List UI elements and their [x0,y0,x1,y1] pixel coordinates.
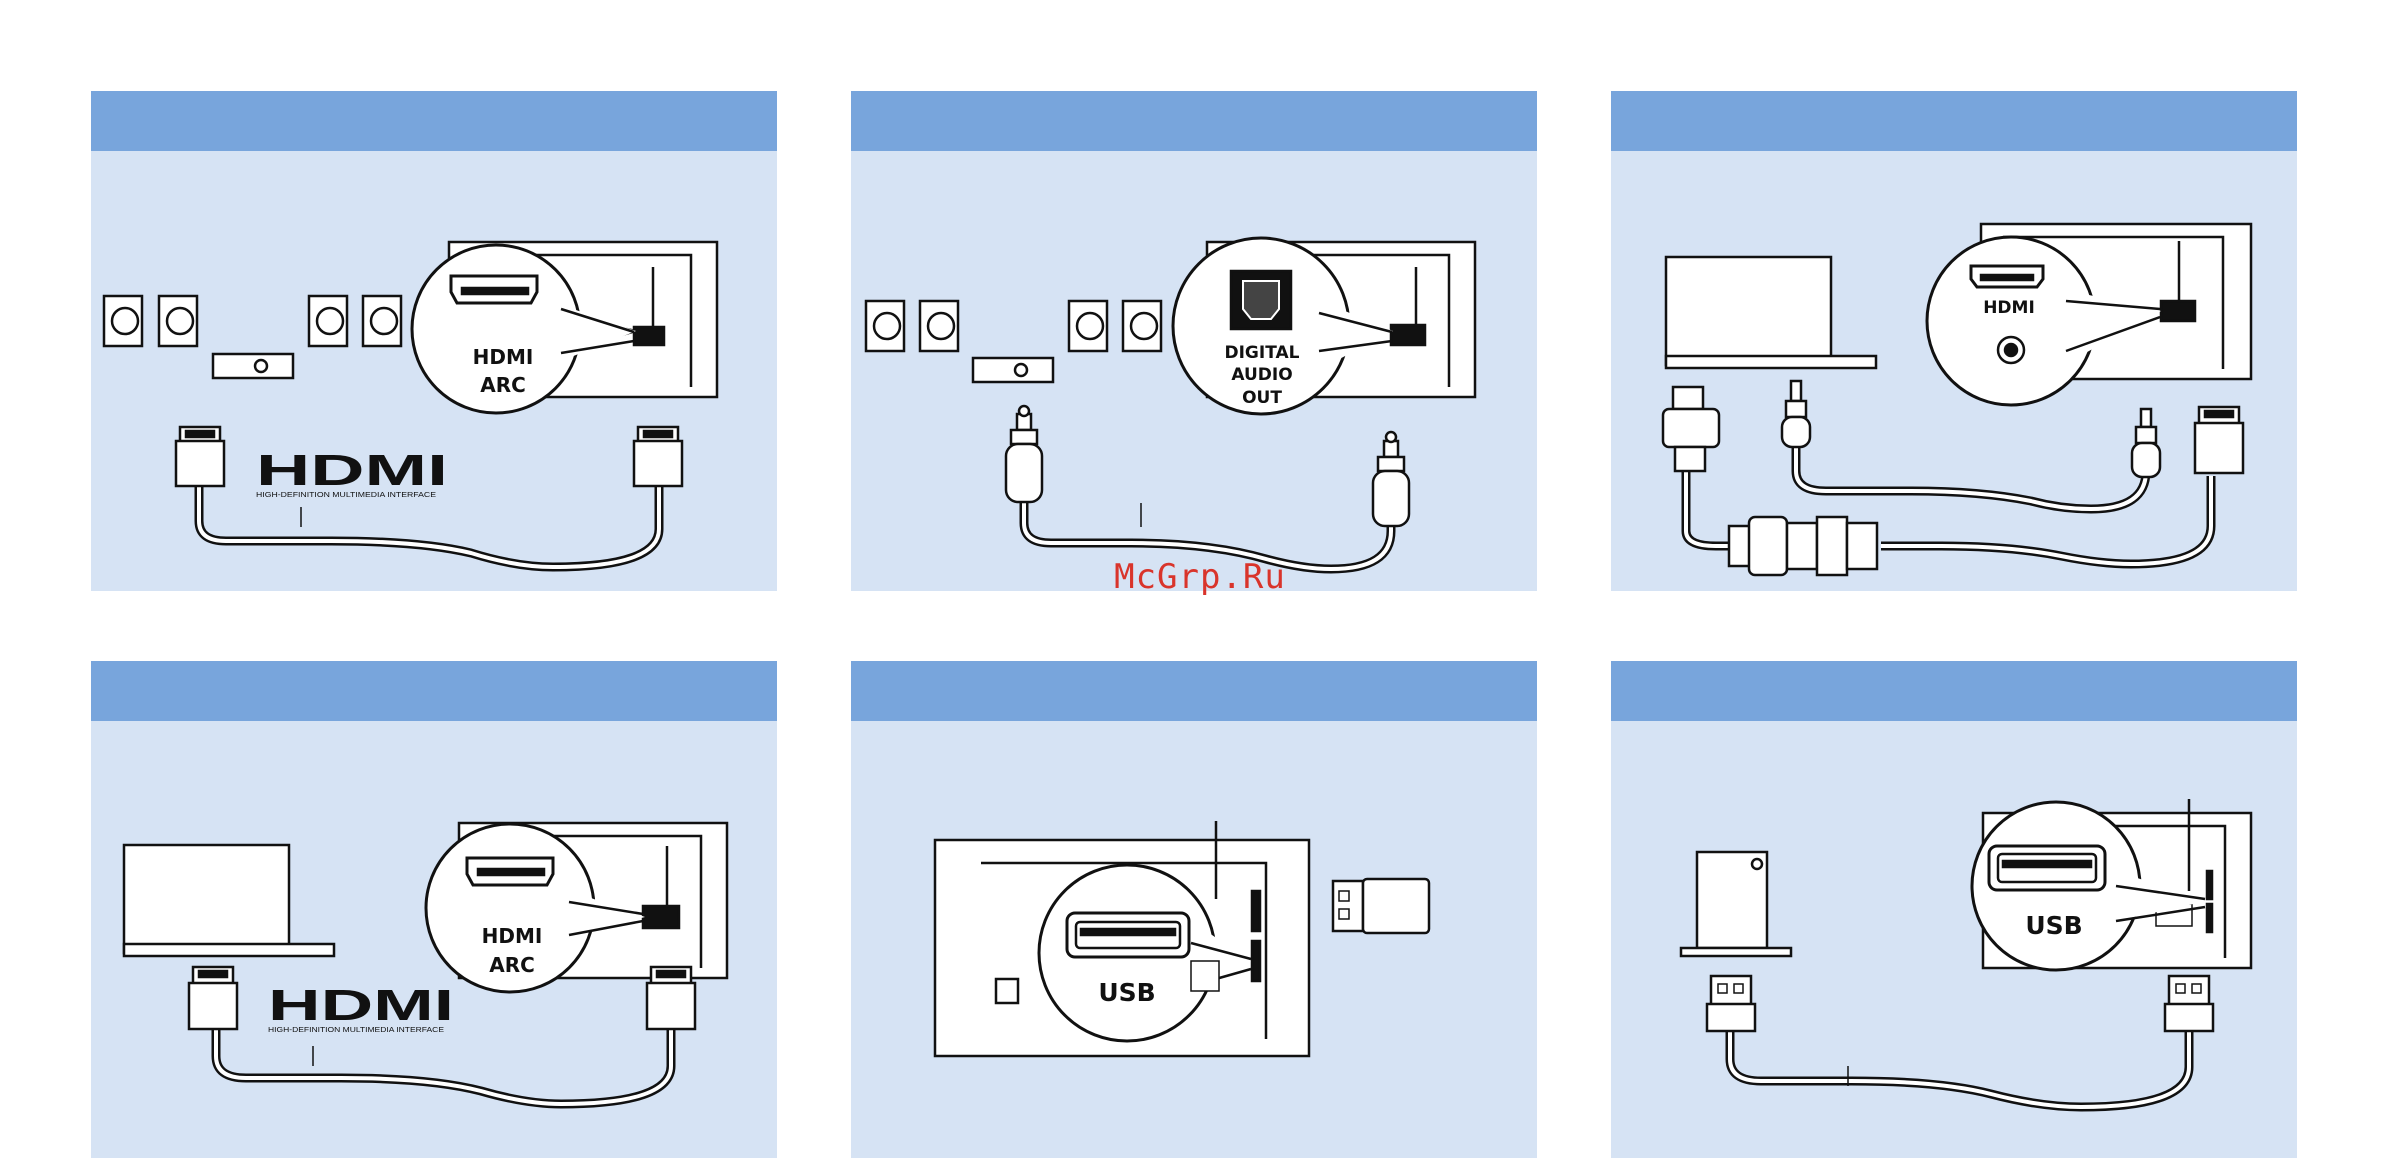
panel-usb-hard-drive: USB [1611,661,2297,1158]
vga-connector-icon [1663,387,1719,471]
speaker-icon [1123,301,1161,351]
svg-text:HDMI: HDMI [268,981,454,1030]
usb-label: USB [2025,911,2082,940]
vga-connector-icon [1729,517,1817,575]
hdmi-label: HDMI [1983,298,2035,318]
hdmi-arc-label-line1: HDMI [482,924,543,948]
audio-plug-icon [2132,409,2160,477]
hdmi-port-icon [451,276,537,303]
speaker-icon [309,296,347,346]
panel-pc-vga-audio: HDMI [1611,91,2297,591]
audio-jack-icon [1998,337,2024,363]
usb-cable [1730,1029,2189,1107]
usb-hdd-diagram: USB [1611,721,2297,1158]
svg-text:HIGH-DEFINITION MULTIMEDIA INT: HIGH-DEFINITION MULTIMEDIA INTERFACE [268,1027,444,1034]
hdmi-cable [216,1026,671,1104]
speaker-icon [866,301,904,351]
panel-header [1611,91,2297,151]
soundbar-icon [973,358,1053,382]
vga-cable [1686,471,1731,546]
svg-text:HDMI: HDMI [256,446,448,495]
zoom-circle [1927,237,2095,405]
audio-cable [1796,441,2146,509]
usb-label: USB [1098,978,1155,1007]
panel-usb-stick: USB [851,661,1537,1158]
usb-plug-icon [1707,976,1755,1031]
svg-text:HIGH-DEFINITION MULTIMEDIA INT: HIGH-DEFINITION MULTIMEDIA INTERFACE [256,492,436,499]
hdmi-arc-audio-diagram: HDMI ARC HDMI HIGH-DEFINITION MULTIMEDIA… [91,151,777,591]
hdmi-plug-icon [2195,407,2243,473]
hdmi-plug-icon [647,967,695,1029]
speaker-icon [159,296,197,346]
panel-pc-hdmi-arc: HDMI ARC HDMI HIGH-DEFINITION MULTIMEDIA… [91,661,777,1158]
rca-plug-icon [1006,406,1042,502]
speaker-icon [1069,301,1107,351]
panel-header [851,91,1537,151]
hdmi-arc-label-line2: ARC [480,373,526,397]
speaker-icon [363,296,401,346]
panel-hdmi-arc-audio: HDMI ARC HDMI HIGH-DEFINITION MULTIMEDIA… [91,91,777,591]
panel-header [851,661,1537,721]
hdmi-arc-label-line1: HDMI [473,345,534,369]
panel-digital-audio-out: DIGITAL AUDIO OUT [851,91,1537,591]
laptop-icon [1666,257,1876,368]
audio-plug-icon [1782,381,1810,447]
usb-stick-icon [1333,879,1429,933]
digital-label-line3: OUT [1242,388,1282,408]
hdmi-logo: HDMI HIGH-DEFINITION MULTIMEDIA INTERFAC… [256,446,448,499]
usb-stick-diagram: USB [851,721,1537,1158]
digital-label-line1: DIGITAL [1225,343,1300,363]
hdmi-plug-icon [189,967,237,1029]
digital-audio-diagram: DIGITAL AUDIO OUT [851,151,1537,591]
pc-hdmi-diagram: HDMI ARC HDMI HIGH-DEFINITION MULTIMEDIA… [91,721,777,1158]
speaker-icon [104,296,142,346]
panel-header [91,661,777,721]
soundbar-icon [213,354,293,378]
speaker-icon [920,301,958,351]
usb-port-icon [1067,913,1189,957]
hdmi-arc-label-line2: ARC [489,953,535,977]
vga-connector-icon [1817,517,1877,575]
usb-port-icon [1989,846,2105,890]
usb-plug-icon [2165,976,2213,1031]
hdmi-plug-icon [634,427,682,486]
hard-drive-icon [1681,852,1791,956]
hdmi-port-icon [1971,266,2043,287]
watermark: McGrp.Ru [1095,557,1305,597]
hdmi-plug-icon [176,427,224,486]
optical-port-icon [1231,271,1291,329]
digital-label-line2: AUDIO [1231,365,1292,385]
pc-vga-diagram: HDMI [1611,151,2297,591]
hdmi-port-icon [467,858,553,885]
panel-header [1611,661,2297,721]
rca-plug-icon [1373,432,1409,526]
laptop-icon [124,845,334,956]
panel-header [91,91,777,151]
hdmi-logo: HDMI HIGH-DEFINITION MULTIMEDIA INTERFAC… [268,981,454,1034]
